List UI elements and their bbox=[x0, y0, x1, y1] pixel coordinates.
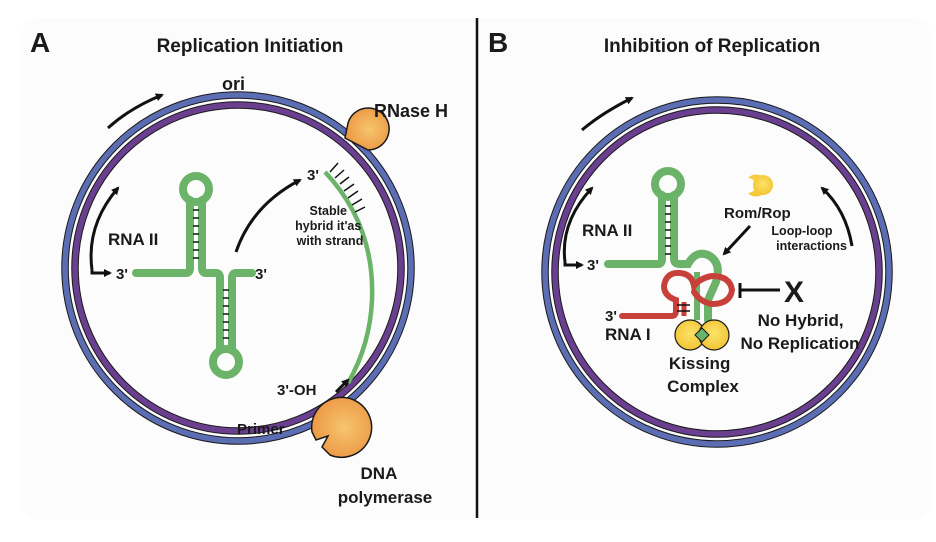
panel-b: B Inhibition of Replication RNA II 3' bbox=[488, 27, 893, 448]
ori-label: ori bbox=[222, 74, 245, 94]
three-prime-rna-i: 3' bbox=[605, 308, 617, 325]
three-prime-rna-ii-b: 3' bbox=[587, 257, 599, 274]
panel-a: A Replication Initiation ori RNA II 3' bbox=[30, 27, 448, 507]
rna-ii-start-arrow bbox=[90, 269, 112, 277]
primer-label: Primer bbox=[237, 421, 285, 438]
inhibition-x-mark: X bbox=[784, 276, 804, 309]
hybrid-formation-arrow bbox=[234, 178, 302, 253]
inner-dna-strand bbox=[72, 102, 404, 434]
rna-ii-label-a: RNA II bbox=[108, 230, 158, 249]
loop-loop-label: Loop-loop interactions bbox=[771, 224, 847, 253]
kissing-complex-label: Kissing Complex bbox=[667, 354, 739, 396]
rna-i-structure bbox=[619, 269, 736, 319]
three-prime-oh-label: 3'-OH bbox=[277, 382, 316, 399]
stable-hybrid-label: Stable hybrid it'as with strand bbox=[295, 204, 365, 248]
rna-dna-hybrid-strand bbox=[323, 170, 375, 385]
inner-dna-strand bbox=[552, 107, 882, 437]
ori-direction-arrow bbox=[106, 93, 164, 130]
three-prime-right: 3' bbox=[255, 266, 267, 283]
rom-rop-bound bbox=[674, 319, 730, 351]
rna-ii-label-b: RNA II bbox=[582, 221, 632, 240]
rna-ii-transcription-arrow-b bbox=[562, 186, 594, 263]
primer-end-arrowhead bbox=[334, 378, 350, 394]
rna-ii-transcription-arrow bbox=[89, 186, 120, 271]
plasmid-ring-a bbox=[61, 91, 415, 445]
rnase-h-label: RNase H bbox=[374, 101, 448, 121]
three-prime-hybrid: 3' bbox=[307, 167, 319, 184]
panel-a-title: Replication Initiation bbox=[157, 36, 344, 57]
rna-ii-start-arrow-b bbox=[563, 261, 584, 269]
rom-rop-binding-arrow bbox=[722, 224, 752, 256]
dna-polymerase-label: DNA polymerase bbox=[338, 464, 433, 507]
panel-b-letter: B bbox=[488, 27, 508, 58]
panel-b-title: Inhibition of Replication bbox=[604, 36, 820, 57]
rna-ii-hairpin-a bbox=[132, 172, 256, 379]
dna-polymerase-enzyme bbox=[310, 396, 373, 459]
rna-i-label: RNA I bbox=[605, 325, 651, 344]
loop-loop-arrow bbox=[820, 186, 854, 247]
no-hybrid-label: No Hybrid, No Replication bbox=[740, 311, 859, 353]
rom-rop-label: Rom/Rop bbox=[724, 205, 791, 222]
hybrid-base-pairs bbox=[329, 162, 366, 213]
panel-a-letter: A bbox=[30, 27, 50, 58]
outer-dna-strand bbox=[62, 92, 414, 444]
plasmid-ring-b bbox=[541, 96, 893, 448]
rom-rop-free bbox=[748, 174, 773, 197]
three-prime-left: 3' bbox=[116, 266, 128, 283]
rnase-h-enzyme bbox=[344, 107, 390, 151]
ori-direction-arrow-b bbox=[581, 96, 634, 132]
outer-dna-strand bbox=[542, 97, 892, 447]
